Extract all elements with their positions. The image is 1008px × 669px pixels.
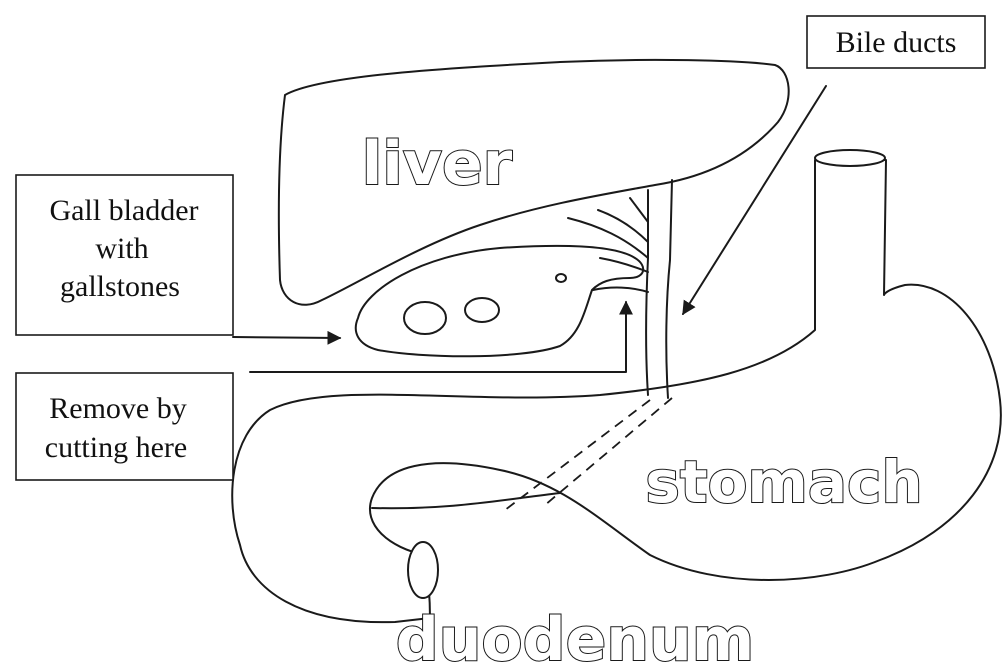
remove-label-line-2: cutting here bbox=[45, 431, 187, 464]
gallstone-medium bbox=[465, 298, 499, 322]
cystic-duct-lower bbox=[593, 288, 648, 292]
gall-bladder-label-line-2: with bbox=[95, 232, 148, 265]
liver-label: liver bbox=[362, 129, 513, 199]
hepatic-duct-right-branch bbox=[598, 210, 648, 242]
gall-bladder-label-line-1: Gall bladder bbox=[49, 194, 198, 227]
gall-bladder-shape bbox=[356, 246, 643, 356]
gall-bladder-arrow bbox=[233, 337, 340, 338]
remove-label-line-1: Remove by bbox=[49, 392, 186, 425]
esophagus-opening bbox=[815, 150, 885, 166]
stomach-label: stomach bbox=[645, 448, 922, 516]
common-bile-duct-right-wall bbox=[666, 180, 672, 398]
duodenum-label: duodenum bbox=[396, 605, 754, 669]
gallstone-small bbox=[556, 274, 566, 282]
gallstone-large bbox=[404, 302, 446, 334]
duodenum-fold-line bbox=[372, 493, 560, 508]
hepatic-duct-top-fork bbox=[630, 198, 648, 222]
duodenum-end-opening bbox=[408, 542, 438, 598]
bile-ducts-label: Bile ducts bbox=[836, 26, 957, 59]
gall-bladder-label-line-3: gallstones bbox=[60, 270, 180, 303]
